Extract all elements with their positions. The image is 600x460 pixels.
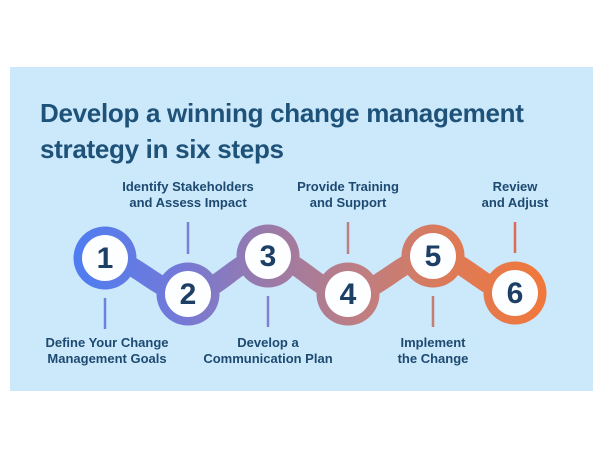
step-5-label: Implement the Change bbox=[398, 335, 469, 367]
step-5-label-line1: Implement bbox=[400, 335, 466, 350]
step-circle-4: 4 bbox=[316, 262, 380, 326]
step-3-inner bbox=[245, 233, 291, 279]
step-6-label-line1: Review bbox=[492, 179, 538, 194]
page-title-line1: Develop a winning change management bbox=[40, 98, 524, 128]
step-2-label-line2: and Assess Impact bbox=[129, 195, 247, 210]
step-3-label-line1: Develop a bbox=[237, 335, 299, 350]
step-1-label-line2: Management Goals bbox=[47, 351, 167, 366]
step-4-number: 4 bbox=[340, 278, 357, 311]
step-2-label-line1: Identify Stakeholders bbox=[122, 179, 254, 194]
step-4-label-line1: Provide Training bbox=[297, 179, 399, 194]
step-3-number: 3 bbox=[260, 240, 277, 273]
step-2-label: Identify Stakeholders and Assess Impact bbox=[122, 179, 253, 211]
step-1-number: 1 bbox=[97, 242, 114, 275]
step-5-label-line2: the Change bbox=[397, 351, 469, 366]
page-title-line2: strategy in six steps bbox=[40, 134, 284, 164]
step-6-number: 6 bbox=[507, 277, 524, 310]
step-circle-1: 1 bbox=[73, 226, 137, 290]
process-chain: 1 2 3 4 5 6 bbox=[73, 222, 547, 329]
step-2-number: 2 bbox=[180, 278, 197, 311]
step-circle-3: 3 bbox=[236, 224, 300, 288]
step-circle-6: 6 bbox=[483, 261, 547, 325]
step-4-label: Provide Training and Support bbox=[297, 179, 399, 211]
page-title: Develop a winning change management stra… bbox=[40, 95, 524, 167]
step-4-label-line2: and Support bbox=[309, 195, 387, 210]
step-6-label-line2: and Adjust bbox=[481, 195, 549, 210]
step-6-label: Review and Adjust bbox=[482, 179, 549, 211]
step-5-inner bbox=[410, 233, 456, 279]
step-1-inner bbox=[82, 235, 128, 281]
step-1-label-line1: Define Your Change bbox=[45, 335, 169, 350]
infographic-card: Develop a winning change management stra… bbox=[10, 67, 593, 391]
step-circle-5: 5 bbox=[401, 224, 465, 288]
step-5-number: 5 bbox=[425, 240, 442, 273]
step-1-label: Define Your Change Management Goals bbox=[45, 335, 168, 367]
step-3-label-line2: Communication Plan bbox=[203, 351, 333, 366]
step-3-label: Develop a Communication Plan bbox=[203, 335, 332, 367]
step-circle-2: 2 bbox=[156, 262, 220, 326]
step-4-inner bbox=[325, 271, 371, 317]
step-6-inner bbox=[492, 270, 538, 316]
step-2-inner bbox=[165, 271, 211, 317]
